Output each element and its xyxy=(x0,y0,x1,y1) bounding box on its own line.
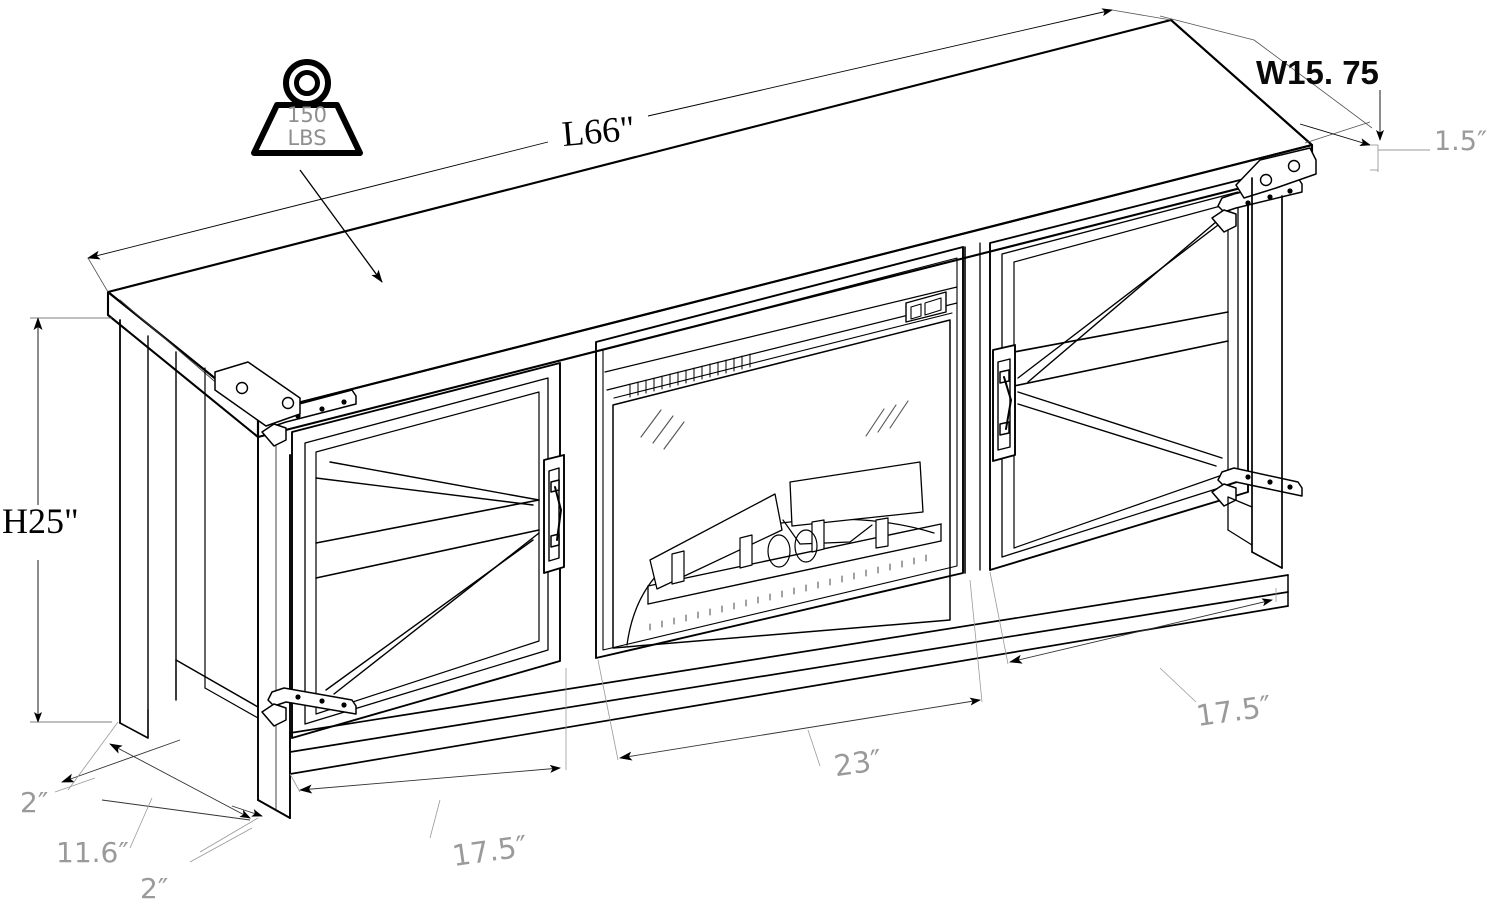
right-door-handle xyxy=(992,344,1016,462)
fireplace-vent-grille xyxy=(629,353,751,398)
dimension-height-label: H25" xyxy=(2,501,79,541)
left-barn-door xyxy=(291,362,561,739)
dim-line-length xyxy=(87,8,1172,293)
weight-capacity-value: 150 xyxy=(286,103,328,127)
left-front-post xyxy=(257,436,291,819)
dim-line-left-door xyxy=(289,668,567,839)
dimension-depth-label: 11.6″ xyxy=(56,836,129,869)
weight-capacity-unit: LBS xyxy=(287,125,327,150)
dimension-leg-right-label: 2″ xyxy=(140,872,169,905)
electric-fireplace-insert xyxy=(595,246,964,659)
load-pointer xyxy=(299,169,383,283)
dimension-length-label: L66" xyxy=(560,107,637,155)
dimension-width-label: W15. 75 xyxy=(1256,54,1379,91)
dim-line-height xyxy=(30,317,112,723)
dim-line-width xyxy=(1159,15,1373,146)
dim-line-right-door xyxy=(989,571,1277,703)
dim-line-depth xyxy=(101,743,251,849)
fireplace-control-panel xyxy=(905,291,947,323)
bottom-rail xyxy=(289,574,1289,775)
weight-capacity-label: 150 LBS xyxy=(266,104,348,149)
weight-capacity-icon xyxy=(251,59,363,156)
right-barn-door xyxy=(989,177,1249,571)
left-door-handle xyxy=(543,454,565,574)
corner-bracket xyxy=(1235,147,1317,199)
dim-line-leg-left xyxy=(54,721,181,793)
fireplace-glass-panel xyxy=(612,319,951,649)
dimension-center-label: 23″ xyxy=(831,742,884,784)
dimension-top-thickness-label: 1.5″ xyxy=(1434,126,1488,157)
dim-line-top-thickness xyxy=(1370,90,1430,172)
fireplace-ember-log-bed xyxy=(626,461,942,646)
right-front-post xyxy=(964,242,981,574)
dim-line-center xyxy=(597,579,983,767)
corner-bracket xyxy=(214,361,301,427)
dim-line-leg-right xyxy=(189,805,263,863)
right-leg xyxy=(1227,177,1283,569)
dimension-leg-left-label: 2″ xyxy=(20,786,49,819)
